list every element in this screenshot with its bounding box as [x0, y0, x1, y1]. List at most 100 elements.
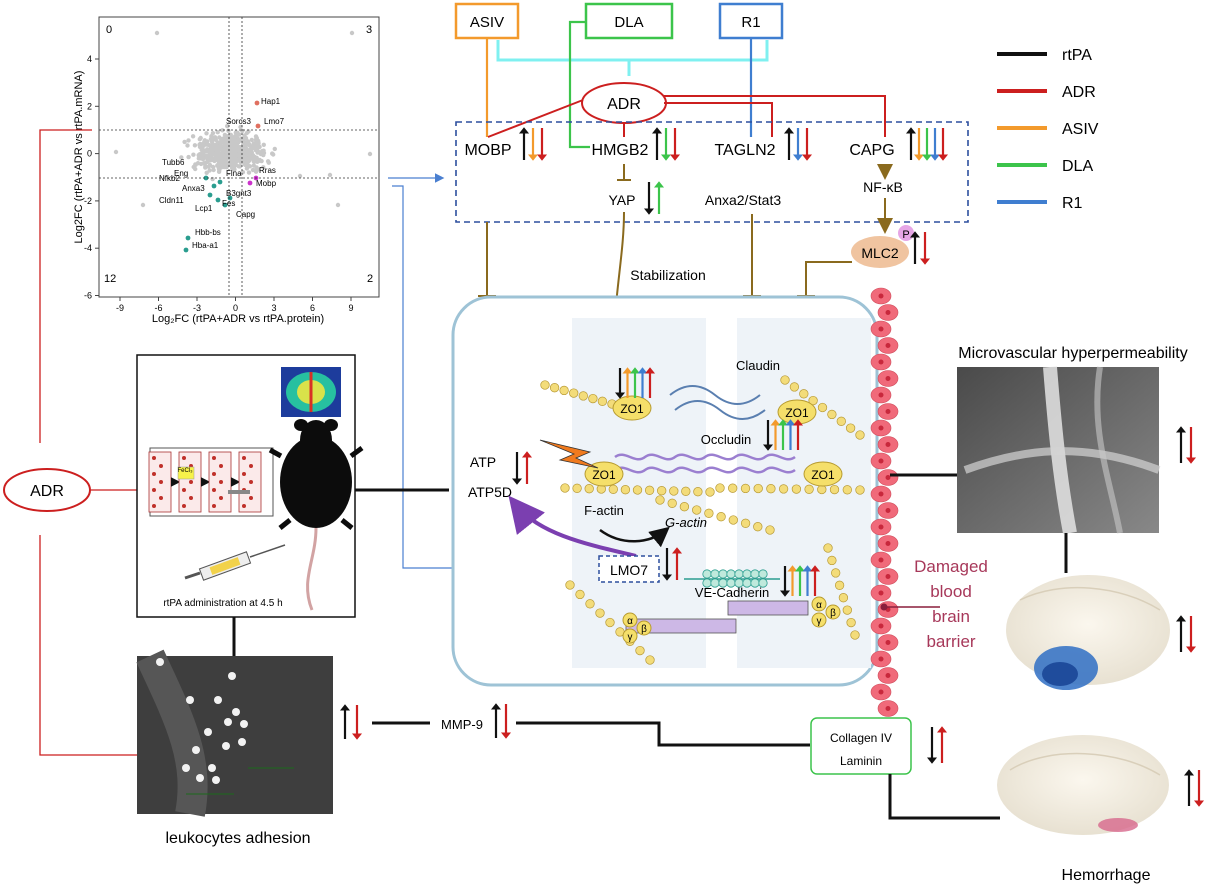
drug-boxes: ASIV DLA R1 [454, 2, 784, 40]
lmo7-box [598, 555, 660, 583]
leukocytes-caption: leukocytes adhesion [166, 830, 311, 847]
highlighted-point [222, 202, 228, 208]
actin-bead [842, 485, 852, 495]
y-tick-label: 2 [87, 101, 92, 111]
adr-top-label: ADR [607, 96, 641, 113]
zo1-label-4: ZO1 [811, 468, 835, 482]
highlighted-point [215, 197, 221, 203]
scatter-point [242, 162, 248, 167]
scatter-point [254, 165, 259, 170]
quadrant-label-2: 2 [367, 273, 373, 285]
atp-label: ATP [470, 454, 496, 470]
y-tick-label: 0 [87, 149, 92, 159]
fecl3-label: FeCl₃ [177, 468, 193, 474]
highlighted-point [227, 195, 233, 201]
actin-bead [572, 483, 582, 493]
scatter-point [237, 164, 242, 169]
actin-bead [605, 617, 615, 628]
actin-bead [585, 599, 595, 609]
actin-bead [704, 508, 714, 518]
y-tick-label: -2 [84, 196, 92, 206]
cadherin-bead [702, 569, 712, 579]
leukocyte-dot [224, 718, 232, 726]
leukocyte-dot [222, 742, 230, 750]
scatter-point [234, 133, 240, 138]
asiv-box [454, 2, 520, 40]
occludin-label: Occludin [701, 432, 752, 447]
highlighted-point [255, 123, 261, 129]
adr-oval-left [3, 468, 91, 512]
actin-bead [740, 518, 751, 528]
scatter-point [254, 135, 259, 141]
leukocyte-dot [204, 728, 212, 736]
mouse-silhouette [268, 419, 364, 611]
asiv-label: ASIV [470, 14, 504, 31]
gene-labels: Hap1 Sorcs3 Lmo7 Tubb6 Eng Flna Rras Nfk… [159, 97, 285, 250]
gene-tubb6: Tubb6 [162, 158, 185, 167]
actin-bead [692, 505, 702, 515]
leukocyte-dot [208, 764, 216, 772]
actin-bead [679, 502, 690, 512]
scatter-point [225, 123, 230, 129]
scatter-point [217, 157, 222, 162]
scatter-point [210, 137, 215, 142]
actin-bead [799, 389, 809, 399]
actin-bead [845, 423, 856, 433]
scatter-point [223, 145, 229, 150]
scatter-point [228, 132, 233, 137]
legend-label: rtPA [1062, 47, 1092, 64]
scatter-point [297, 173, 303, 179]
gene-lcp1: Lcp1 [195, 204, 213, 213]
actin-bead [836, 416, 846, 426]
r1-box [718, 2, 784, 40]
actin-bead [827, 555, 837, 566]
nfkb-label: NF-κB [863, 179, 903, 195]
scatter-points [113, 30, 373, 253]
actin-bead [669, 486, 679, 496]
actin-bead [560, 483, 570, 493]
cadherin-bead [758, 578, 768, 588]
mmp9-label: MMP-9 [441, 717, 483, 732]
scatter-point [229, 148, 234, 153]
actin-bead [829, 484, 840, 495]
scatter-point [202, 161, 207, 166]
laminin-label: Laminin [840, 754, 882, 768]
scatter-point [204, 148, 209, 153]
actin-bead [540, 380, 550, 390]
scatter-point [154, 30, 160, 36]
leukocyte-dot [238, 738, 246, 746]
gene-nfkb2: Nfkb2 [159, 174, 180, 183]
scatter-point [210, 145, 216, 150]
red-blood-cells [870, 287, 899, 717]
y-tick-label: -4 [84, 243, 92, 253]
tagln2-label: TAGLN2 [714, 142, 775, 159]
collagen-label: Collagen IV [830, 731, 892, 745]
actin-bead [766, 484, 776, 494]
gene-lmo7: Lmo7 [264, 117, 285, 126]
scatter-point [224, 165, 229, 170]
scatter-point [235, 147, 241, 153]
leukocyte-dot [240, 720, 248, 728]
regulation-arrows [339, 127, 1205, 807]
scatter-point [216, 151, 222, 157]
scatter-point [191, 152, 196, 157]
anxa2-stat3-label: Anxa2/Stat3 [705, 192, 781, 208]
microvascular-image [957, 366, 1161, 535]
actin-bead [765, 525, 775, 535]
scatter-point [196, 156, 201, 161]
actin-bead [620, 485, 631, 495]
actin-bead [608, 484, 618, 494]
scatter-point [205, 155, 210, 160]
scatter-point [335, 202, 341, 208]
gene-mobp: Mobp [256, 179, 277, 188]
hemorrhage-label: Hemorrhage [1062, 867, 1151, 884]
scatter-point [231, 165, 236, 171]
quadrant-label-3: 3 [366, 24, 372, 36]
actin-bead [842, 605, 852, 615]
adr-left-label: ADR [30, 483, 64, 500]
scatter-point [250, 167, 256, 173]
stabilization-label: Stabilization [630, 267, 706, 283]
actin-bead [740, 483, 751, 494]
scatter-point [249, 137, 254, 143]
